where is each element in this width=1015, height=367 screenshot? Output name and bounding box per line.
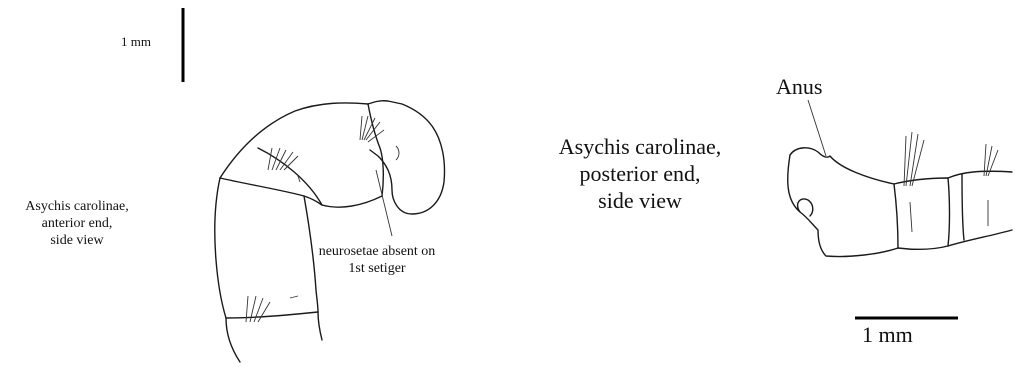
posterior-end-drawing [788, 100, 1012, 318]
anterior-end-drawing [215, 101, 445, 362]
anus-pointer [808, 100, 826, 156]
